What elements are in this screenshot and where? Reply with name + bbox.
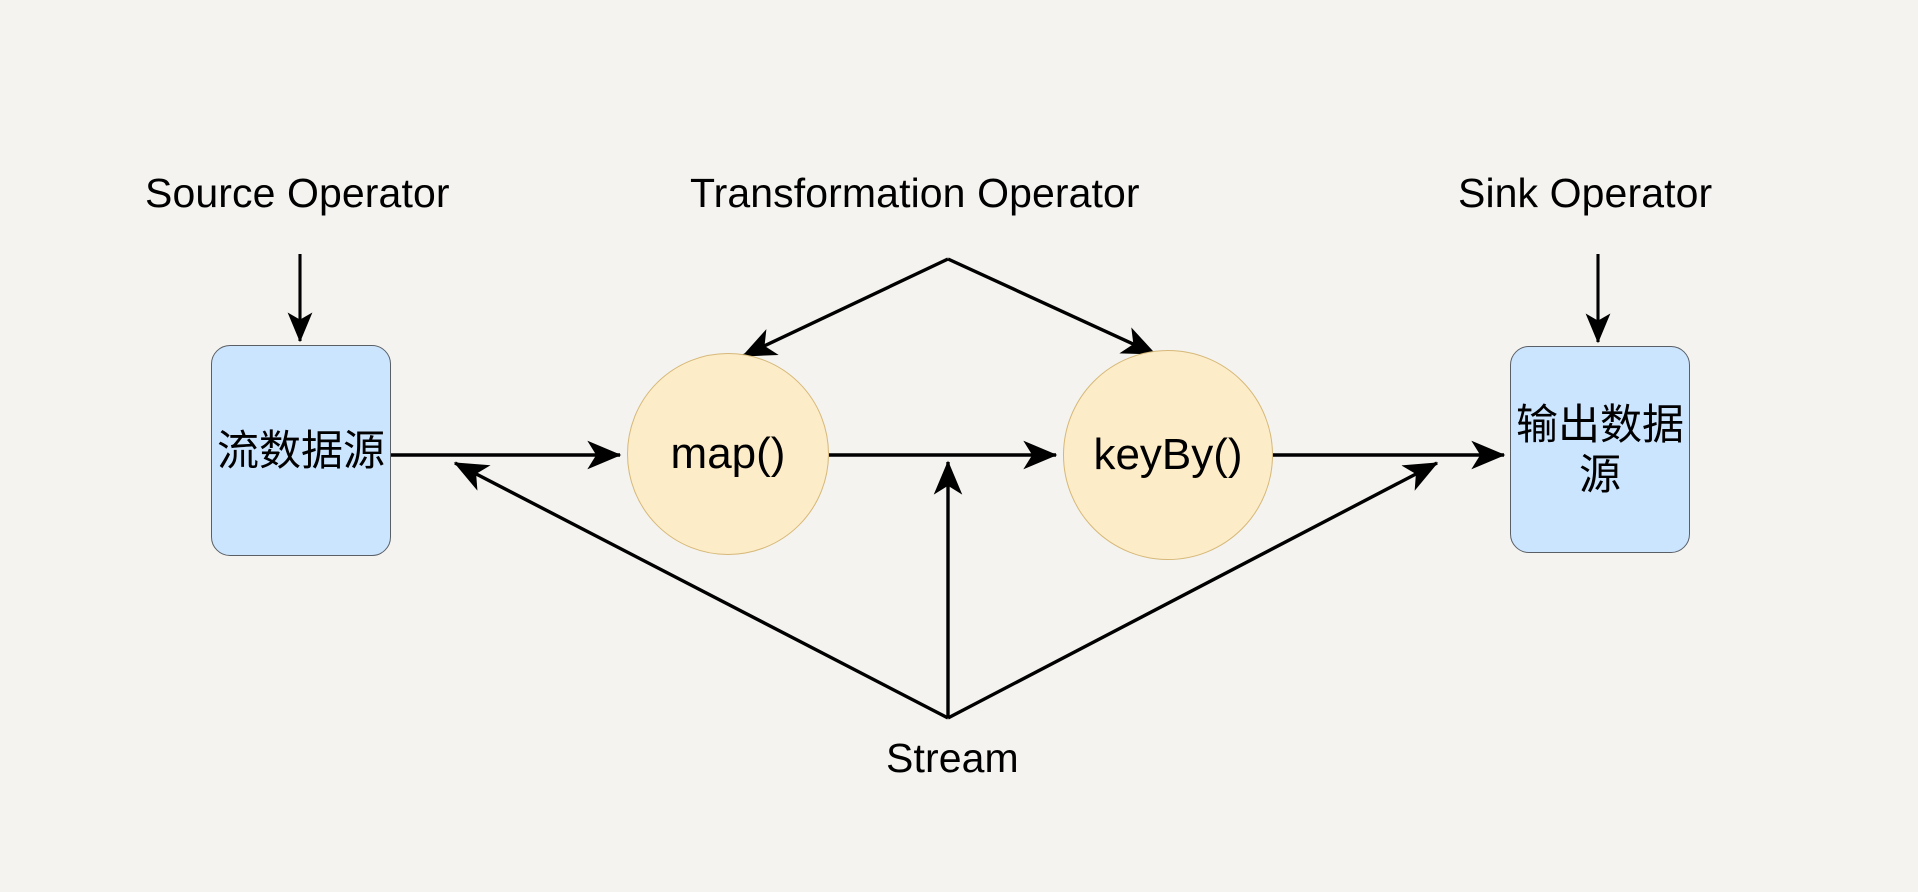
- label-source-operator: Source Operator: [145, 170, 450, 216]
- node-map-circle[interactable]: [627, 353, 829, 555]
- edge-transformation-pointer-right: [947, 257, 1157, 356]
- node-keyby-circle[interactable]: [1063, 350, 1273, 560]
- edge-transformation-pointer-left: [741, 257, 949, 358]
- label-stream: Stream: [886, 735, 1019, 781]
- edge-stream-pointer-right: [947, 461, 1439, 720]
- edge-stream-pointer-left: [453, 461, 949, 720]
- node-sink-box[interactable]: [1510, 346, 1690, 553]
- label-transformation-operator: Transformation Operator: [690, 170, 1140, 216]
- label-sink-operator: Sink Operator: [1458, 170, 1713, 216]
- node-source-box[interactable]: [211, 345, 391, 556]
